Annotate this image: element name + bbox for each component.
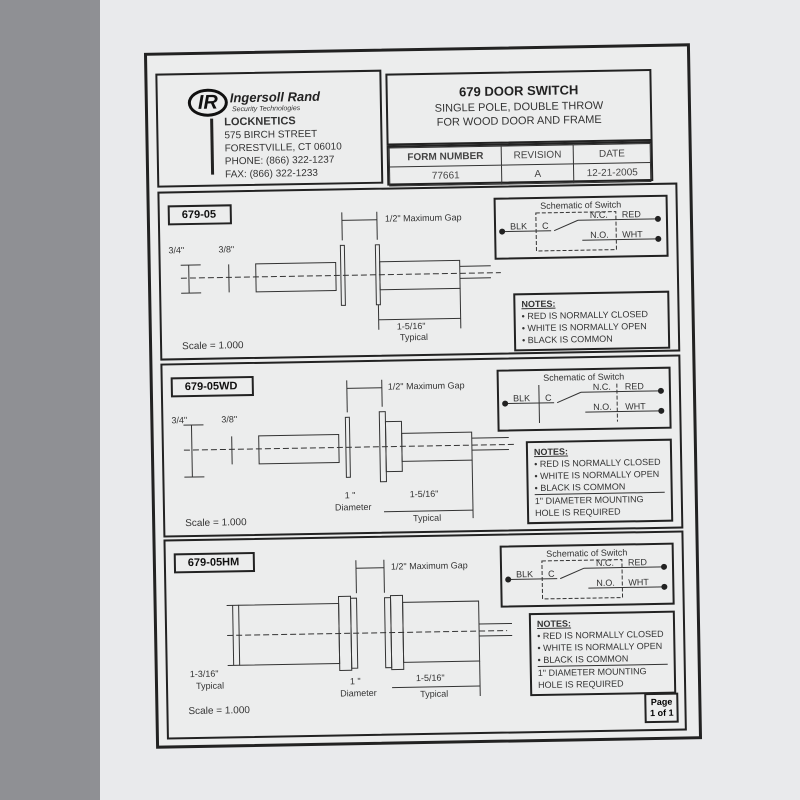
divider-bar: [210, 118, 215, 175]
ingersoll-rand-logo: IR: [187, 88, 229, 118]
length-label: 1-5/16": [409, 488, 439, 500]
switch-drawing: [183, 379, 514, 519]
phone: PHONE: (866) 322-1237: [224, 154, 335, 168]
wht-label: WHT: [622, 229, 643, 240]
switch-schematic: Schematic of Switch BLK C N.C. N.O. RED …: [496, 366, 672, 432]
nc-label: N.C.: [592, 381, 611, 393]
company-name: LOCKNETICS: [224, 115, 296, 129]
subtitle-2: FOR WOOD DOOR AND FRAME: [436, 113, 602, 129]
length-typical: Typical: [413, 512, 442, 524]
date-header: DATE: [573, 143, 651, 164]
no-label: N.O.: [593, 401, 612, 413]
diameter-label: Diameter: [340, 687, 377, 699]
mount-note-2: HOLE IS REQUIRED: [537, 678, 624, 691]
gap-label: 1/2" Maximum Gap: [384, 212, 462, 224]
c-label: C: [544, 392, 552, 403]
scale-label: Scale = 1.000: [185, 517, 247, 530]
c-label: C: [541, 220, 549, 231]
nc-label: N.C.: [595, 557, 615, 569]
wht-label: WHT: [628, 577, 649, 588]
panel-679-05wd: 679-05WD 1/2" Maximum Gap 3/4" 3/8" 1 " …: [160, 354, 684, 538]
mount-note-2: HOLE IS REQUIRED: [534, 506, 621, 519]
blk-label: BLK: [512, 393, 531, 404]
c-label: C: [548, 568, 555, 579]
brand-name: Ingersoll Rand: [229, 88, 321, 106]
note-white: • WHITE IS NORMALLY OPEN: [537, 640, 663, 654]
title-box: 679 DOOR SWITCH SINGLE POLE, DOUBLE THRO…: [385, 68, 653, 146]
blk-label: BLK: [516, 569, 534, 580]
form-number-value: 77661: [389, 165, 502, 187]
switch-schematic: Schematic of Switch BLK C N.C. N.O. RED …: [493, 194, 669, 260]
dim-outer: 1-3/16": [189, 668, 219, 680]
form-number-header: FORM NUMBER: [389, 146, 502, 168]
dim-outer: 3/4": [168, 245, 185, 256]
page-count: 1 of 1: [649, 707, 674, 719]
no-label: N.O.: [590, 229, 609, 241]
door-switch-instruction-sheet: IR Ingersoll Rand Security Technologies …: [143, 43, 703, 749]
doc-title: 679 DOOR SWITCH: [458, 82, 579, 100]
wht-label: WHT: [625, 401, 646, 412]
gap-label: 1/2" Maximum Gap: [390, 560, 468, 572]
no-label: N.O.: [596, 577, 615, 589]
date-value: 12-21-2005: [573, 162, 651, 183]
street: 575 BIRCH STREET: [224, 128, 318, 142]
revision-header: REVISION: [501, 144, 574, 166]
page-number-box: Page 1 of 1: [644, 692, 679, 724]
dim-inner: 3/8": [218, 244, 235, 255]
dim-outer: 3/4": [171, 415, 188, 426]
notes-box: NOTES: • RED IS NORMALLY CLOSED • WHITE …: [528, 610, 677, 697]
nc-label: N.C.: [589, 209, 608, 221]
dim-inner: 3/8": [221, 414, 238, 425]
red-label: RED: [624, 381, 644, 392]
gap-label: 1/2" Maximum Gap: [387, 380, 465, 392]
scale-label: Scale = 1.000: [188, 705, 250, 718]
page-label: Page: [650, 696, 673, 708]
red-label: RED: [627, 557, 648, 568]
fax: FAX: (866) 322-1233: [225, 167, 319, 181]
diameter-value: 1 ": [344, 490, 356, 501]
panel-679-05hm: 679-05HM 1/2" Maximum Gap 1-3/16" Typica…: [163, 530, 687, 740]
red-label: RED: [621, 209, 641, 220]
scale-label: Scale = 1.000: [182, 340, 244, 353]
blk-label: BLK: [509, 221, 528, 232]
switch-drawing: [180, 211, 501, 330]
tagline: Security Technologies: [231, 105, 301, 114]
switch-drawing: [226, 559, 513, 697]
diameter-value: 1 ": [349, 676, 361, 687]
length-label: 1-5/16": [396, 320, 426, 332]
switch-schematic: Schematic of Switch BLK C N.C. N.O. RED …: [499, 542, 675, 608]
notes-box: NOTES: • RED IS NORMALLY CLOSED • WHITE …: [525, 438, 674, 525]
diameter-label: Diameter: [334, 501, 372, 513]
note-black: • BLACK IS COMMON: [521, 333, 613, 346]
dim-outer-typical: Typical: [195, 680, 225, 692]
length-typical: Typical: [399, 331, 429, 343]
notes-box: NOTES: • RED IS NORMALLY CLOSED • WHITE …: [513, 290, 671, 352]
city: FORESTVILLE, CT 06010: [224, 141, 342, 155]
company-info-box: IR Ingersoll Rand Security Technologies …: [155, 69, 384, 188]
panel-679-05: 679-05 1/2" Maximum Gap 3/4" 3/8" 1-5/16…: [157, 182, 681, 361]
length-typical: Typical: [420, 688, 449, 700]
revision-value: A: [501, 163, 574, 185]
length-label: 1-5/16": [415, 672, 445, 684]
